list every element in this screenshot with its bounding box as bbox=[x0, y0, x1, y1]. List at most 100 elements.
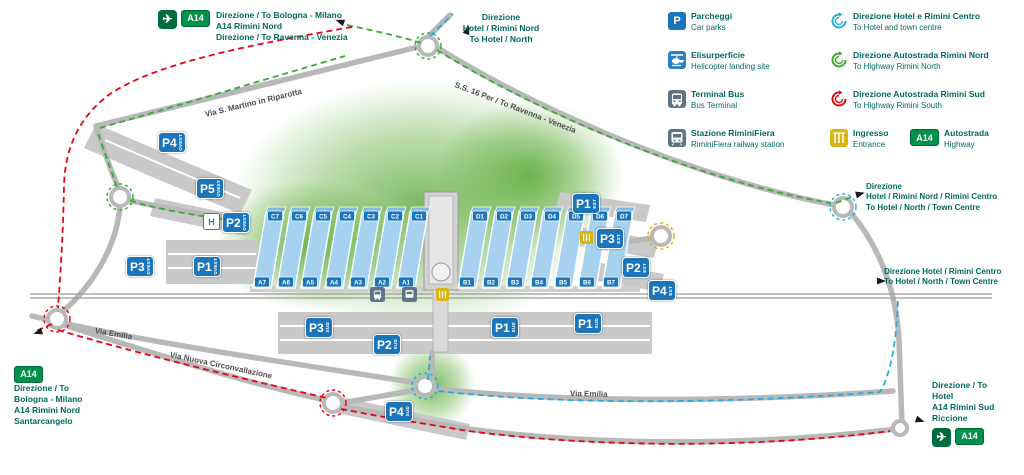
exhibition-halls: C7A7C6A6C5A5C4A4C3A3C2A2C1A1D1B1D2B2D3B3… bbox=[252, 206, 636, 289]
entrance-icon bbox=[830, 129, 848, 147]
direction-line: Direzione bbox=[481, 12, 521, 22]
parking-sign-number: P3 bbox=[600, 231, 615, 246]
legend-item-helicopter: Elisurperficie Helicopter landing site bbox=[668, 50, 826, 71]
hall-label: B4 bbox=[535, 280, 544, 287]
legend-title: Elisurperficie bbox=[691, 50, 745, 60]
airport-icon: ✈ bbox=[932, 428, 951, 448]
a14-badge-bottom-right: A14 bbox=[955, 428, 984, 446]
parking-sign-zone: SUD bbox=[392, 339, 398, 350]
legend-title: Ingresso bbox=[853, 128, 889, 138]
legend-subtitle: To Hotel and town centre bbox=[853, 22, 942, 32]
direction-right-upper: Direzione Hotel / Rimini Nord / Rimini C… bbox=[866, 182, 997, 213]
spiral-green-icon bbox=[830, 51, 848, 69]
legend-item-direction-highway-north: Direzione Autostrada Rimini Nord To High… bbox=[830, 50, 1020, 71]
entrance-south-icon bbox=[436, 288, 449, 301]
parking-sign-number: P2 bbox=[626, 260, 641, 275]
spiral-red-icon bbox=[830, 90, 848, 108]
hall-label: A7 bbox=[258, 280, 267, 287]
legend-item-bus: Terminal Bus Bus Terminal bbox=[668, 89, 826, 110]
parking-sign-number: P2 bbox=[226, 215, 241, 230]
legend-subtitle: To Highway Rimini North bbox=[853, 61, 941, 71]
bus-icon bbox=[668, 90, 686, 108]
hall-label: A6 bbox=[282, 280, 291, 287]
hall-label: A5 bbox=[306, 280, 315, 287]
direction-line: Direzione / To bbox=[932, 380, 988, 390]
direction-line: To Hotel / North bbox=[469, 34, 533, 45]
hall-label: D1 bbox=[476, 214, 485, 221]
road-label-via-emilia-east: Via Emilia bbox=[569, 389, 608, 399]
legend-subtitle: Highway bbox=[944, 139, 975, 149]
parking-sign-number: P1 bbox=[197, 259, 212, 274]
legend-subtitle: Helicopter landing site bbox=[691, 61, 770, 71]
direction-line: To Hotel / North / Town Centre bbox=[866, 202, 980, 212]
legend-item-direction-hotel: Direzione Hotel e Rimini Centro To Hotel… bbox=[830, 11, 1020, 32]
hall-label: D2 bbox=[500, 214, 509, 221]
a14-badge-legend: A14 bbox=[910, 129, 939, 146]
car-parks-icon: P bbox=[668, 12, 686, 30]
hall-label: B5 bbox=[559, 280, 568, 287]
parking-sign-number: P4 bbox=[652, 283, 667, 298]
direction-line: A14 Rimini Nord bbox=[216, 21, 283, 32]
parking-sign-zone: OVEST bbox=[215, 180, 221, 197]
parking-sign-number: P3 bbox=[130, 259, 145, 274]
railway-line bbox=[30, 293, 992, 299]
hall-label: B3 bbox=[511, 280, 520, 287]
direction-line: To Hotel / North / Town Centre bbox=[884, 277, 998, 287]
direction-bottom-left: A14 Direzione / To Bologna - Milano A14 … bbox=[14, 366, 82, 427]
parking-sign-zone: OVEST bbox=[145, 258, 151, 275]
direction-top-center: Direzione Hotel / Rimini Nord To Hotel /… bbox=[440, 12, 562, 45]
hall-label: B1 bbox=[463, 280, 472, 287]
hall-label: D7 bbox=[620, 214, 629, 221]
legend-subtitle: Bus Terminal bbox=[691, 100, 738, 110]
parking-sign-zone: EST bbox=[591, 198, 597, 209]
hall-label: C3 bbox=[367, 214, 376, 221]
direction-line: A14 Rimini Nord bbox=[14, 405, 81, 416]
spiral-cyan-icon bbox=[830, 12, 848, 30]
legend-title: Terminal Bus bbox=[691, 89, 745, 99]
helicopter-icon bbox=[668, 51, 686, 69]
legend-item-direction-highway-south: Direzione Autostrada Rimini Sud To Highw… bbox=[830, 89, 1020, 110]
parking-sign-zone: SUD bbox=[404, 406, 410, 417]
parking-sign-number: P1 bbox=[578, 316, 593, 331]
hall-label: A3 bbox=[354, 280, 363, 287]
route-hotel-centre bbox=[427, 13, 899, 403]
parking-sign-number: P3 bbox=[309, 320, 324, 335]
parking-sign-zone: SUD bbox=[324, 322, 330, 333]
legend-title: Autostrada bbox=[944, 128, 989, 138]
parking-sign-number: P5 bbox=[200, 181, 215, 196]
parking-sign-number: P1 bbox=[576, 196, 591, 211]
direction-line: Riccione bbox=[932, 413, 968, 424]
legend-title: Direzione Autostrada Rimini Nord bbox=[853, 50, 989, 60]
direction-right-mid: Direzione Hotel / Rimini Centro To Hotel… bbox=[884, 267, 1001, 288]
hall-label: B6 bbox=[583, 280, 592, 287]
direction-line: Direzione Hotel / Rimini Centro bbox=[884, 267, 1002, 276]
railway-station-icon bbox=[402, 287, 417, 302]
hall-label: D5 bbox=[572, 214, 581, 221]
direction-line: Direzione bbox=[866, 182, 903, 191]
hall-label: C5 bbox=[319, 214, 328, 221]
roundabouts bbox=[43, 32, 909, 437]
direction-line: Direzione / To Bologna - Milano bbox=[216, 10, 342, 20]
direction-line: Hotel bbox=[932, 391, 954, 402]
direction-arrows bbox=[33, 19, 925, 423]
hall-label: A1 bbox=[402, 280, 411, 287]
parking-sign-zone: OVEST bbox=[212, 258, 218, 275]
parking-sign-number: P4 bbox=[389, 404, 404, 419]
hall-label: B7 bbox=[607, 280, 616, 287]
hall-label: C7 bbox=[271, 214, 280, 221]
hall-label: C4 bbox=[343, 214, 352, 221]
hall-label: B2 bbox=[487, 280, 496, 287]
legend-subtitle: To Highway Rimini South bbox=[853, 100, 942, 110]
direction-line: Hotel / Rimini Nord / Rimini Centro bbox=[866, 192, 998, 202]
a14-badge-top-left: A14 bbox=[181, 10, 210, 27]
legend-subtitle: Car parks bbox=[691, 22, 726, 32]
direction-line: Santarcangelo bbox=[14, 416, 73, 427]
legend-title: Parcheggi bbox=[691, 11, 733, 21]
direction-line: Direzione / To bbox=[14, 383, 70, 393]
direction-line: A14 Rimini Sud bbox=[932, 402, 995, 413]
